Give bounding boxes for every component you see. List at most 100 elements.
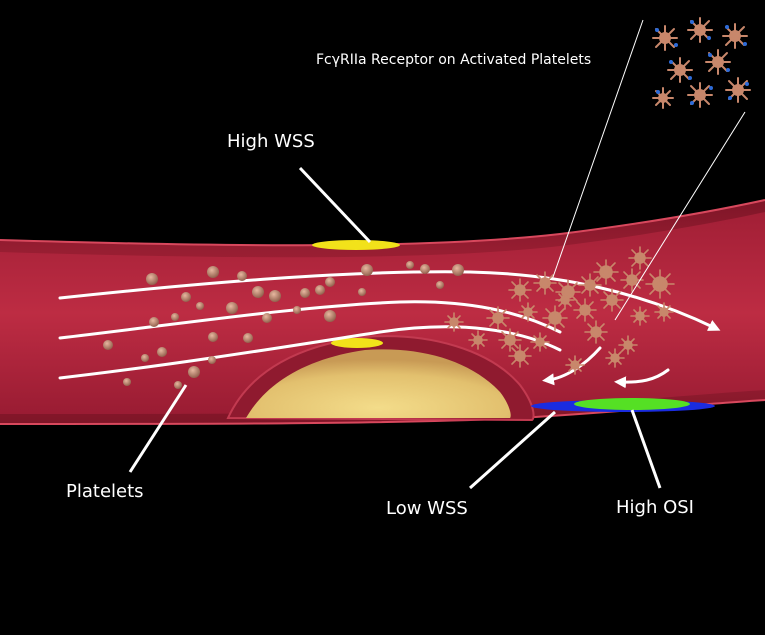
receptor-inset [645, 12, 753, 112]
receptor-dot [709, 86, 713, 90]
activated-platelet [600, 288, 624, 312]
high-osi-label: High OSI [616, 497, 694, 518]
activated-platelet [628, 246, 652, 270]
activated-platelet [468, 330, 488, 350]
platelet [293, 306, 301, 314]
inset-platelet [705, 49, 731, 75]
activated-platelet [654, 302, 674, 322]
plaque-top-marker [331, 338, 383, 348]
platelet [300, 288, 310, 298]
recirculation-arrow-right [614, 368, 670, 389]
inset-platelet [667, 57, 693, 83]
receptor-dot [745, 82, 749, 86]
receptor-dot [728, 96, 732, 100]
inset-platelet [687, 82, 713, 108]
activated-platelet [533, 271, 557, 295]
platelet [237, 271, 247, 281]
receptor-dot [725, 25, 729, 29]
atherosclerotic-plaque [226, 335, 535, 422]
platelets-label: Platelets [66, 481, 144, 502]
platelet [171, 313, 179, 321]
high-osi-marker [574, 398, 690, 410]
platelet [269, 290, 281, 302]
receptor-dot [690, 101, 694, 105]
activated-platelet [605, 348, 625, 368]
platelet [324, 310, 336, 322]
activated-platelet [645, 269, 675, 299]
platelet [146, 273, 158, 285]
platelet [208, 356, 216, 364]
plaque-core [246, 349, 511, 418]
inset-platelet [687, 17, 713, 43]
receptor-dot [688, 76, 692, 80]
inset-platelet [652, 87, 674, 109]
platelet [181, 292, 191, 302]
activated-platelet [593, 259, 619, 285]
high-wss-pointer [298, 166, 372, 244]
platelet [103, 340, 113, 350]
activated-platelet [565, 355, 585, 375]
platelet [196, 302, 204, 310]
platelet [141, 354, 149, 362]
platelet [325, 277, 335, 287]
low-wss-label: Low WSS [386, 498, 468, 519]
platelet [174, 381, 182, 389]
receptor-dot [656, 90, 660, 94]
high-wss-marker [312, 240, 400, 250]
inset-zoom-line-left [551, 19, 644, 281]
receptor-dot [708, 53, 712, 57]
platelet [452, 264, 464, 276]
platelet [123, 378, 131, 386]
platelet [315, 285, 325, 295]
activated-platelet [530, 332, 550, 352]
receptor-label: FcγRIIa Receptor on Activated Platelets [316, 52, 592, 68]
receptor-dot [669, 60, 673, 64]
receptor-dot [674, 43, 678, 47]
activated-platelets-cluster [444, 246, 675, 375]
platelet [188, 366, 200, 378]
platelet [226, 302, 238, 314]
platelet [361, 264, 373, 276]
activated-platelet [542, 305, 568, 331]
platelet [406, 261, 414, 269]
low-wss-pointer [469, 410, 556, 490]
activated-platelet [630, 306, 650, 326]
activated-platelet [508, 278, 532, 302]
activated-platelet [555, 290, 575, 310]
receptor-dot [655, 28, 659, 32]
platelet [262, 313, 272, 323]
activated-platelet [618, 335, 638, 355]
vessel-top-edge [0, 199, 765, 247]
platelet [207, 266, 219, 278]
platelet [243, 333, 253, 343]
receptor-dot [726, 68, 730, 72]
high-wss-label: High WSS [227, 131, 315, 152]
activated-platelet [584, 320, 608, 344]
platelet [157, 347, 167, 357]
resting-platelets [103, 261, 464, 389]
receptor-dot [707, 36, 711, 40]
activated-platelet [498, 328, 522, 352]
receptor-dot [690, 20, 694, 24]
activated-platelet [444, 312, 464, 332]
inset-platelet [722, 23, 748, 49]
high-osi-pointer [630, 409, 662, 489]
activated-platelet [508, 344, 532, 368]
callout-lines [128, 19, 746, 490]
platelet [208, 332, 218, 342]
inset-platelet [652, 25, 678, 51]
activated-platelet [578, 273, 602, 297]
inset-platelet [725, 77, 751, 103]
platelet [358, 288, 366, 296]
receptor-dot [743, 42, 747, 46]
activated-platelet [573, 298, 597, 322]
activated-platelet [486, 306, 510, 330]
inset-zoom-line-right [614, 111, 746, 321]
platelet [252, 286, 264, 298]
inset-receptors [655, 20, 749, 105]
platelet [436, 281, 444, 289]
platelets-pointer [128, 384, 188, 473]
activated-platelet [620, 268, 644, 292]
platelet [149, 317, 159, 327]
